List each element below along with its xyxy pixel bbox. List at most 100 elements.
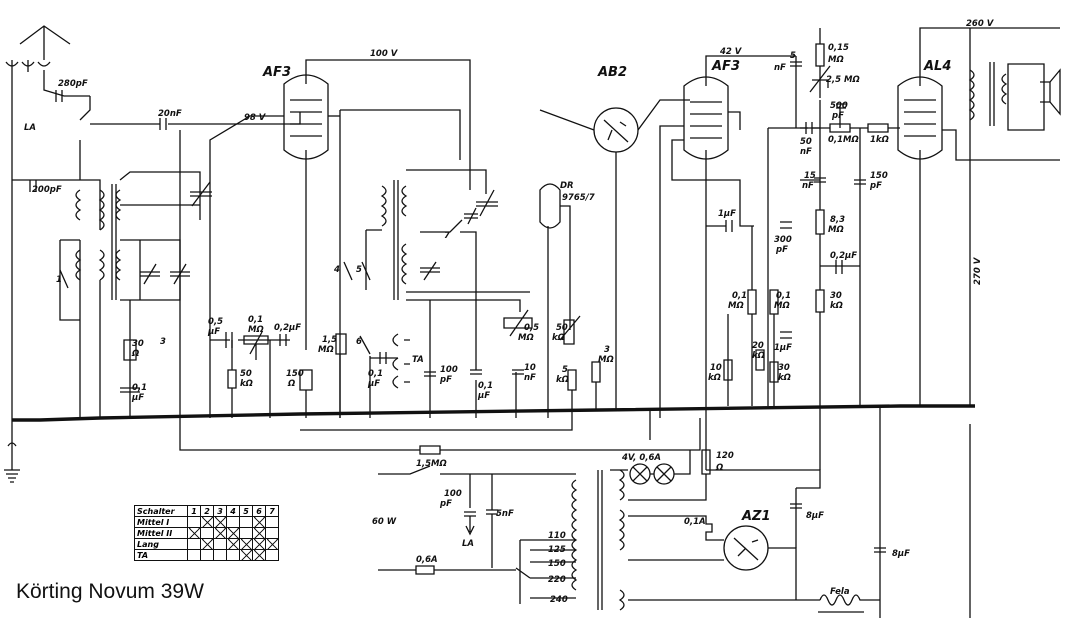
component-label: 200pF (32, 185, 62, 195)
component-label: 0,1MΩ (828, 135, 859, 145)
component-label: 0,15 (828, 43, 849, 53)
component-label: nF (524, 373, 536, 383)
tube-label-af3-2: AF3 (711, 59, 740, 74)
tap-label: 240 (550, 595, 568, 605)
switch-col: 3 (213, 505, 227, 517)
rf-coil-stack-2 (380, 180, 408, 300)
switch-table: Schalter 1 2 3 4 5 6 7 Mittel I Mittel I… (134, 505, 279, 561)
switch-row-label: Lang (134, 538, 188, 550)
component-label: 120 (716, 451, 734, 461)
voltage-label: 98 V (244, 113, 267, 123)
switch-table-header-row: Schalter 1 2 3 4 5 6 7 (134, 505, 279, 517)
component-label: 0,1 (478, 381, 493, 391)
switch-table-row: Mittel II (134, 527, 279, 539)
component-label: 280pF (58, 79, 88, 89)
tube-label-ab2: AB2 (597, 65, 627, 80)
component-label: 1µF (718, 209, 736, 219)
switch-cell (200, 527, 214, 539)
output-transformer (968, 62, 1008, 126)
ground-bus (12, 404, 975, 422)
tube-al4 (897, 27, 1060, 406)
switch-row-label: Mittel I (134, 516, 188, 528)
component-label: µF (207, 327, 220, 337)
switch-col: 6 (252, 505, 266, 517)
switch-row-label: TA (134, 549, 188, 561)
antenna-coupling-wire (12, 96, 101, 230)
component-label: LA (462, 539, 474, 549)
component-label: DR (560, 181, 574, 191)
component-label: nF (800, 147, 812, 157)
switch-row-label: Mittel II (134, 527, 188, 539)
switch-cell (187, 538, 201, 550)
component-label: nF (802, 181, 814, 191)
component-label: 0,6A (416, 555, 438, 565)
component-label: 8µF (806, 511, 824, 521)
switch-cell (226, 538, 240, 550)
tap-label: 125 (548, 545, 566, 555)
component-label: 150 (870, 171, 888, 181)
voltage-label: 260 V (966, 19, 995, 29)
component-label: 5 (562, 365, 568, 375)
switch-label: 1 (56, 275, 62, 285)
switch-cell (226, 516, 240, 528)
component-label: 30 (778, 363, 790, 373)
earth-symbol (4, 420, 20, 483)
component-label: 10 (524, 363, 536, 373)
switch-cell (213, 538, 227, 550)
component-label: 4V, 0,6A (621, 453, 661, 463)
component-label: 50 (556, 323, 568, 333)
switch-cell (265, 549, 279, 561)
voltage-label: 42 V (719, 47, 743, 57)
tube-label-al4: AL4 (923, 59, 951, 74)
component-label: pF (831, 111, 844, 121)
switch-cell (239, 538, 253, 550)
switch-col: 7 (265, 505, 279, 517)
component-label: 0,1A (684, 517, 706, 527)
component-label: 8µF (892, 549, 910, 559)
switch-col: 5 (239, 505, 253, 517)
component-label: kΩ (708, 373, 721, 383)
switch-cell (226, 549, 240, 561)
switch-cell (187, 549, 201, 561)
component-label: MΩ (828, 225, 844, 235)
switch-cell (187, 516, 201, 528)
component-label: MΩ (248, 325, 264, 335)
component-label: TA (412, 355, 424, 365)
mains-transformer (571, 469, 625, 611)
component-label: 10 (710, 363, 722, 373)
component-label: kΩ (830, 301, 843, 311)
component-label: kΩ (556, 375, 569, 385)
voltage-label: 270 V (973, 256, 983, 285)
component-label: 50 (800, 137, 812, 147)
component-label: 100 (440, 365, 458, 375)
component-label: 8,3 (830, 215, 845, 225)
component-label: kΩ (778, 373, 791, 383)
component-label: µF (131, 393, 144, 403)
component-label: 1µF (774, 343, 792, 353)
switch-cell (226, 527, 240, 539)
component-label: Ω (715, 463, 723, 473)
component-label: 60 W (372, 517, 397, 527)
component-label: 0,2µF (830, 251, 857, 261)
switch-label: 4 (333, 265, 340, 275)
switch-cell (187, 527, 201, 539)
component-label: MΩ (318, 345, 334, 355)
component-label: 0,5 (208, 317, 223, 327)
tap-label: 110 (548, 531, 566, 541)
component-label: 150 (286, 369, 304, 379)
switch-label: 6 (356, 337, 362, 347)
switch-cell (213, 527, 227, 539)
component-label: MΩ (774, 301, 790, 311)
tube-af3-2 (683, 55, 796, 470)
tap-label: 150 (548, 559, 566, 569)
loudspeaker-symbol (1007, 63, 1061, 131)
component-label: 0,1 (368, 369, 383, 379)
component-label: Ω (287, 379, 295, 389)
component-label: kΩ (240, 379, 253, 389)
component-label: pF (439, 499, 452, 509)
component-label: 0,5 (524, 323, 539, 333)
switch-cell (252, 516, 266, 528)
component-label: 20nF (158, 109, 182, 119)
switch-table-row: TA (134, 549, 279, 561)
component-label: 20 (752, 341, 764, 351)
